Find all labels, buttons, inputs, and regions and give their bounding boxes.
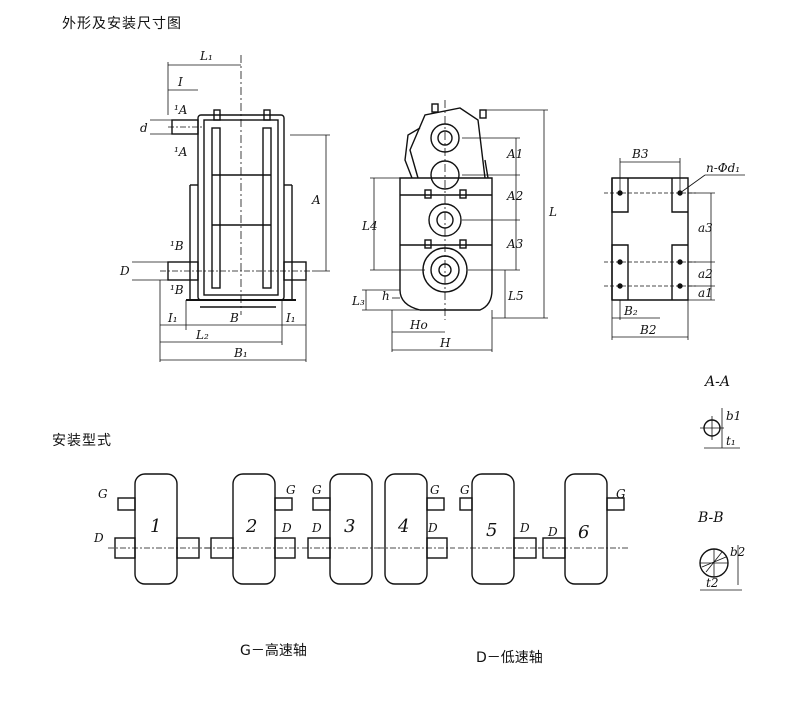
- label-B2-inner: B₂: [623, 304, 638, 318]
- label-H0: Ho: [409, 318, 428, 332]
- legend-low-speed-shaft: D－低速轴: [476, 650, 543, 666]
- label-D: D: [119, 264, 130, 278]
- label-B1: B₁: [233, 346, 248, 360]
- mount-4-g: G: [430, 483, 440, 497]
- legend-high-speed-shaft: G－高速轴: [240, 643, 307, 659]
- label-B3: B3: [631, 147, 649, 161]
- mount-4-number: 4: [397, 516, 409, 537]
- mount-2-d: D: [281, 521, 292, 535]
- mounting-title: 安装型式: [52, 433, 112, 449]
- mount-type-6: [538, 473, 630, 585]
- mount-type-3: [302, 473, 380, 585]
- side-view-labels: A1 A2 A3 L4 L L₃ h Ho L5 H: [351, 147, 557, 350]
- label-a2: a2: [698, 267, 713, 281]
- mount-2-number: 2: [245, 516, 257, 537]
- label-A3: A3: [506, 237, 524, 251]
- section-labels: A-A b1 t₁ B-B b2 t2: [697, 374, 745, 590]
- mount-type-labels: 1 G D 2 G D 3 G D 4 G D 5 G D 6 G D: [93, 483, 626, 545]
- mount-type-4: [378, 473, 455, 585]
- mount-6-d: D: [547, 525, 558, 539]
- mount-2-g: G: [286, 483, 296, 497]
- mount-5-number: 5: [486, 520, 497, 541]
- label-A2: A2: [506, 189, 523, 203]
- label-A-bottom: ¹A: [174, 145, 188, 159]
- label-L4: L4: [361, 219, 378, 233]
- mount-type-2: [205, 473, 300, 585]
- front-view-labels: L₁ I ¹A ¹A d A ¹B ¹B D I₁ B I₁ L₂ B₁: [119, 49, 321, 360]
- label-L2: L₂: [195, 328, 209, 342]
- label-aa-title: A-A: [703, 374, 730, 390]
- mount-6-g: G: [616, 487, 626, 501]
- section-aa: [700, 408, 740, 449]
- label-a3: a3: [698, 221, 713, 235]
- label-I: I: [177, 75, 183, 89]
- label-h: h: [382, 289, 390, 303]
- label-n-phi-d1: n-Φd₁: [706, 161, 740, 175]
- label-a1: a1: [698, 286, 713, 300]
- mount-3-d: D: [311, 521, 322, 535]
- label-B: B: [229, 311, 239, 325]
- dimensions-title: 外形及安装尺寸图: [62, 16, 182, 32]
- label-bb-title: B-B: [697, 510, 724, 526]
- label-L3: L₃: [351, 294, 365, 308]
- mount-5-g: G: [460, 483, 470, 497]
- mount-1-number: 1: [150, 516, 161, 537]
- label-b2: b2: [730, 545, 745, 559]
- side-view: [362, 100, 548, 352]
- mount-4-d: D: [427, 521, 438, 535]
- front-view: [132, 55, 330, 362]
- label-b1: b1: [726, 409, 741, 423]
- label-B-bottom: ¹B: [170, 283, 184, 297]
- label-I1-right: I₁: [285, 311, 296, 325]
- mount-1-d: D: [93, 531, 104, 545]
- label-L1: L₁: [199, 49, 213, 63]
- mount-type-1: [108, 473, 210, 585]
- label-B2-outer: B2: [639, 323, 656, 337]
- mount-type-5: [458, 473, 540, 585]
- mount-3-g: G: [312, 483, 322, 497]
- label-A1: A1: [506, 147, 523, 161]
- mount-1-g: G: [98, 487, 108, 501]
- label-A: A: [311, 193, 321, 207]
- base-view-labels: B3 n-Φd₁ a3 a2 a1 B₂ B2: [623, 147, 740, 337]
- label-d: d: [140, 121, 148, 135]
- mount-3-number: 3: [344, 516, 355, 537]
- base-view: [604, 158, 745, 340]
- label-B-top: ¹B: [170, 239, 184, 253]
- section-bb: [699, 545, 742, 591]
- mount-5-d: D: [519, 521, 530, 535]
- mount-6-number: 6: [578, 522, 589, 543]
- label-t1: t₁: [726, 434, 736, 448]
- label-A-top: ¹A: [174, 103, 188, 117]
- label-I1-left: I₁: [167, 311, 178, 325]
- label-t2: t2: [706, 576, 718, 590]
- label-L: L: [548, 205, 557, 219]
- label-L5: L5: [507, 289, 524, 303]
- label-H: H: [439, 336, 451, 350]
